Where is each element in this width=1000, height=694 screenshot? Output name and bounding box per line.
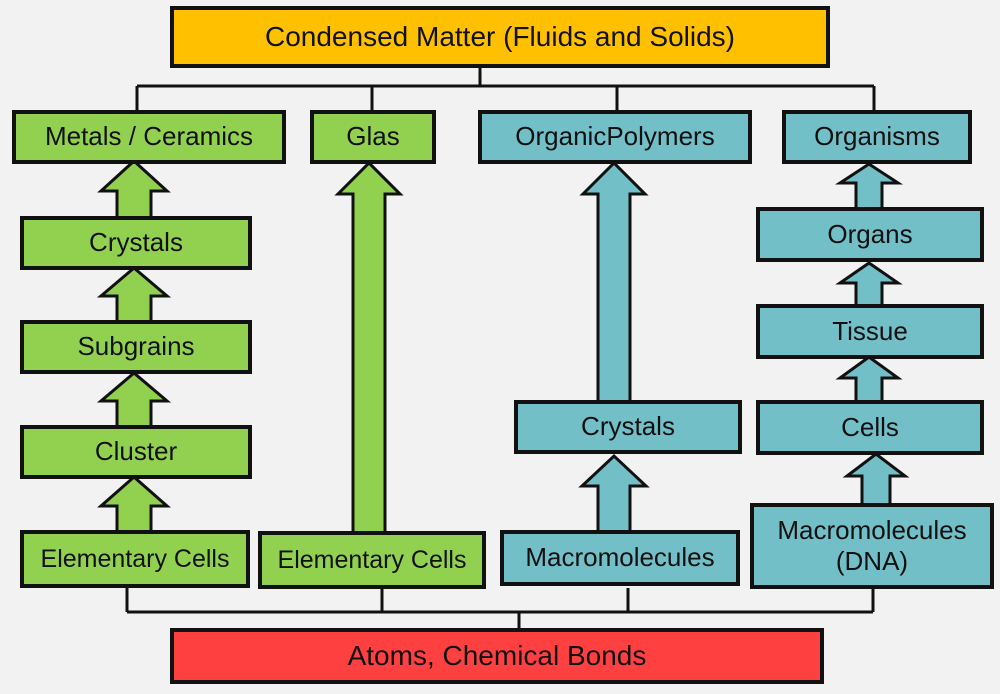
cluster-box: Cluster (20, 425, 252, 479)
arrow-up (97, 475, 171, 534)
arrow-up (97, 158, 171, 220)
macromolecules-dna-box: Macromolecules (DNA) (750, 503, 994, 589)
organs-box: Organs (756, 207, 984, 262)
arrow-up (578, 453, 650, 535)
arrow-up (835, 355, 903, 404)
arrow-up (835, 261, 903, 308)
elementary-cells-box: Elementary Cells (258, 531, 486, 589)
crystals-box: Crystals (514, 400, 742, 454)
arrow-up (96, 371, 172, 429)
arrow-up (579, 160, 649, 404)
glas-box: Glas (310, 110, 436, 164)
cells-box: Cells (756, 400, 984, 455)
arrow-up (842, 452, 910, 507)
subgrains-box: Subgrains (20, 320, 252, 374)
crystals-box: Crystals (20, 216, 252, 270)
organic-polymers-box: OrganicPolymers (478, 110, 752, 164)
tissue-box: Tissue (756, 304, 984, 359)
elementary-cells-box: Elementary Cells (20, 530, 250, 588)
arrow-up (96, 266, 172, 324)
arrow-up (334, 160, 404, 535)
arrow-up (834, 162, 904, 212)
atoms-chemical-bonds-box: Atoms, Chemical Bonds (170, 628, 824, 684)
metals-ceramics-box: Metals / Ceramics (12, 110, 286, 164)
condensed-matter-box: Condensed Matter (Fluids and Solids) (170, 6, 830, 68)
organisms-box: Organisms (782, 110, 972, 164)
macromolecules-box: Macromolecules (500, 530, 740, 586)
